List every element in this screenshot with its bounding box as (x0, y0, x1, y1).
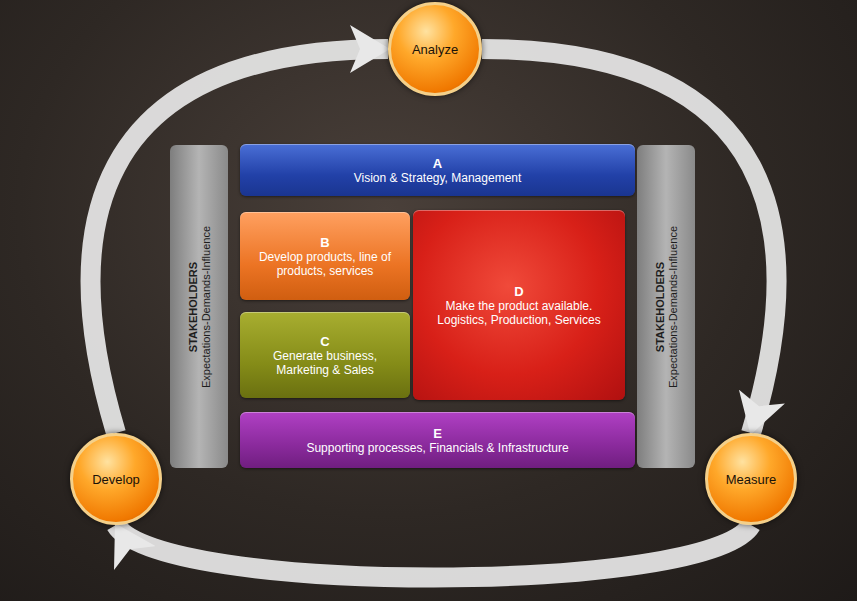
node-label: Generate business, Marketing & Sales (240, 349, 410, 377)
process-box: BDevelop products, line of products, ser… (240, 212, 410, 300)
node-label: Measure (726, 472, 777, 487)
process-band: AVision & Strategy, Management (240, 144, 635, 196)
node-label: Develop (92, 472, 140, 487)
step-circle: Develop (70, 433, 162, 525)
stakeholder-band: STAKEHOLDERSExpectations-Demands-Influen… (637, 145, 695, 468)
node-label: Analyze (412, 42, 458, 57)
process-box: DMake the product available. Logistics, … (413, 210, 625, 400)
node-heading: E (433, 426, 442, 441)
process-box: CGenerate business, Marketing & Sales (240, 312, 410, 398)
node-label: Develop products, line of products, serv… (240, 250, 410, 278)
process-band: ESupporting processes, Financials & Infr… (240, 412, 635, 468)
node-label: Vision & Strategy, Management (346, 171, 530, 185)
step-circle: Measure (705, 433, 797, 525)
node-heading: STAKEHOLDERS (653, 261, 666, 351)
cycle-arrow (116, 525, 751, 578)
node-heading: A (433, 156, 442, 171)
rotated-label: STAKEHOLDERSExpectations-Demands-Influen… (637, 145, 695, 468)
node-label: Supporting processes, Financials & Infra… (298, 441, 576, 455)
node-heading: C (320, 334, 329, 349)
node-label: Expectations-Demands-Influence (199, 225, 212, 387)
stakeholder-band: STAKEHOLDERSExpectations-Demands-Influen… (170, 145, 228, 468)
node-label: Expectations-Demands-Influence (666, 225, 679, 387)
step-circle: Analyze (388, 2, 482, 96)
node-label: Make the product available. Logistics, P… (413, 299, 625, 327)
node-heading: D (514, 284, 523, 299)
rotated-label: STAKEHOLDERSExpectations-Demands-Influen… (170, 145, 228, 468)
node-heading: STAKEHOLDERS (186, 261, 199, 351)
node-heading: B (320, 235, 329, 250)
